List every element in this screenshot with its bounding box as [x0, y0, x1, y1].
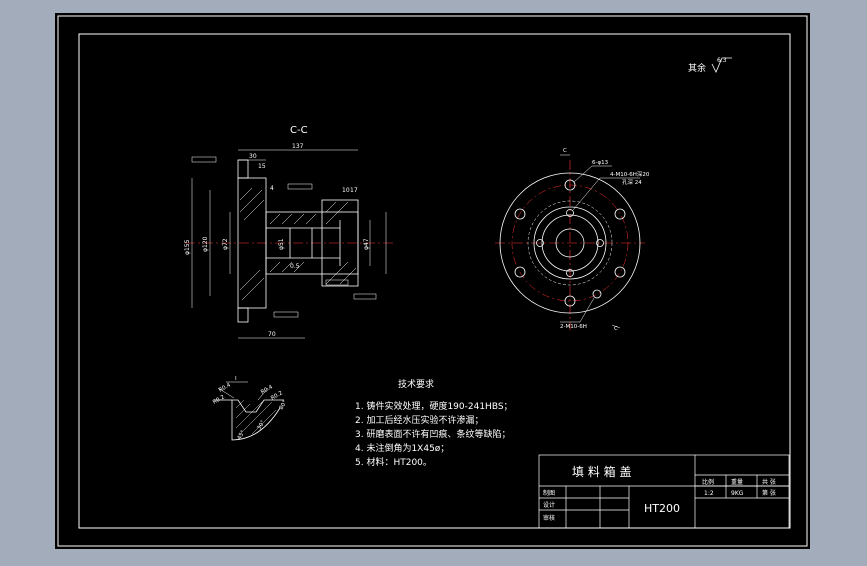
outer-flange-circle — [499, 172, 641, 314]
dim-10: 10 — [342, 187, 350, 194]
dim-30: 30 — [249, 153, 257, 160]
col-sheets-label: 共 张 — [762, 478, 776, 486]
hatching — [239, 187, 357, 301]
detail-r4: R0.2 — [270, 390, 284, 401]
threaded-hole — [566, 269, 574, 277]
tech-item: 3. 研磨表面不许有凹痕、条纹等缺陷； — [355, 428, 510, 440]
detail-r3: R0.4 — [260, 384, 274, 396]
row-draw: 制图 — [543, 489, 555, 497]
bolt-hole — [564, 295, 576, 307]
section-view — [185, 149, 395, 339]
dim-47: φ47 — [363, 238, 370, 250]
tech-item: 4. 未注倒角为1X45ø； — [355, 442, 449, 454]
dim-4: 4 — [270, 185, 274, 192]
dim-137: 137 — [292, 143, 304, 150]
dim-72: φ72 — [222, 238, 229, 250]
bolt-hole — [514, 208, 526, 220]
bolt-hole — [614, 208, 626, 220]
material-value: HT200 — [644, 502, 680, 515]
detail-r1: R0.4 — [218, 382, 232, 394]
dim-70: 70 — [268, 331, 276, 338]
detail-view — [214, 381, 284, 441]
scale-value: 1:2 — [704, 490, 714, 497]
drawing-canvas — [55, 13, 810, 549]
holes-label: 6-φ13 — [592, 160, 609, 166]
dim-120: φ120 — [202, 236, 209, 252]
hub-mid-circle — [541, 214, 599, 272]
detail-a1: 45° — [237, 429, 247, 441]
front-labels: 6-φ13 4-M10-6H深20 孔深 24 2-M10-6H C C — [560, 148, 650, 332]
threaded-hole — [596, 239, 604, 247]
thread-circle — [527, 200, 613, 286]
section-label: C-C — [290, 125, 308, 136]
hub-outer-circle — [533, 206, 607, 280]
detail-a3: 80° — [279, 399, 289, 411]
col-scale-label: 比例 — [702, 478, 714, 486]
dim-15: 15 — [258, 163, 266, 170]
threaded-hole — [566, 209, 574, 217]
axis-letter-top: C — [563, 148, 567, 154]
sheet-label: 第 张 — [762, 489, 776, 497]
inner-frame — [78, 33, 791, 529]
section-dimensions: 137 30 15 4 10 17 70 φ155 φ120 φ72 φ51 φ… — [184, 143, 370, 338]
part-name: 填 料 箱 盖 — [572, 464, 631, 479]
side-hole — [592, 289, 602, 299]
tech-item: 5. 材料：HT200。 — [355, 456, 432, 468]
dim-17: 17 — [350, 187, 358, 194]
bolt-hole — [514, 266, 526, 278]
col-weight-label: 重量 — [731, 478, 743, 486]
detail-r2: R0.2 — [212, 394, 226, 405]
bottom-thread-label: 2-M10-6H — [560, 324, 587, 330]
dim-155: φ155 — [184, 239, 191, 255]
bolt-circle — [511, 184, 629, 302]
tech-title: 技术要求 — [398, 378, 434, 390]
bore-circle — [555, 228, 585, 258]
bolt-hole — [614, 266, 626, 278]
threaded-hole — [536, 239, 544, 247]
tech-item: 1. 铸件实效处理，硬度190-241HBS； — [355, 400, 513, 412]
detail-a2: 30° — [257, 419, 267, 431]
dim-51: φ51 — [278, 238, 285, 250]
axis-letter-bottom: C — [614, 326, 618, 332]
roughness-value: 6.3 — [717, 57, 727, 64]
outer-frame — [57, 15, 808, 547]
thread-sub-label: 孔深 24 — [622, 178, 642, 186]
tech-item: 2. 加工后经水压实验不许渗漏； — [355, 414, 483, 426]
row-design: 设计 — [543, 501, 555, 509]
roughness-note: 其余 6.3 — [688, 57, 732, 74]
title-block — [538, 454, 790, 529]
front-view — [495, 154, 645, 330]
thread-label: 4-M10-6H深20 — [610, 170, 650, 178]
title-block-text: 填 料 箱 盖 HT200 比例 重量 共 张 1:2 9KG 第 张 制图 设… — [543, 464, 776, 522]
bolt-hole — [564, 179, 576, 191]
roughness-prefix: 其余 — [688, 62, 706, 74]
detail-labels: I R0.4 R0.2 R0.4 R0.2 45° 30° 80° — [212, 376, 289, 441]
weight-value: 9KG — [731, 490, 744, 497]
row-check: 审核 — [543, 514, 555, 522]
dim-0-5: 0.5 — [290, 263, 300, 270]
tech-requirements: 技术要求 1. 铸件实效处理，硬度190-241HBS； 2. 加工后经水压实验… — [355, 378, 513, 468]
detail-label: I — [235, 376, 237, 382]
